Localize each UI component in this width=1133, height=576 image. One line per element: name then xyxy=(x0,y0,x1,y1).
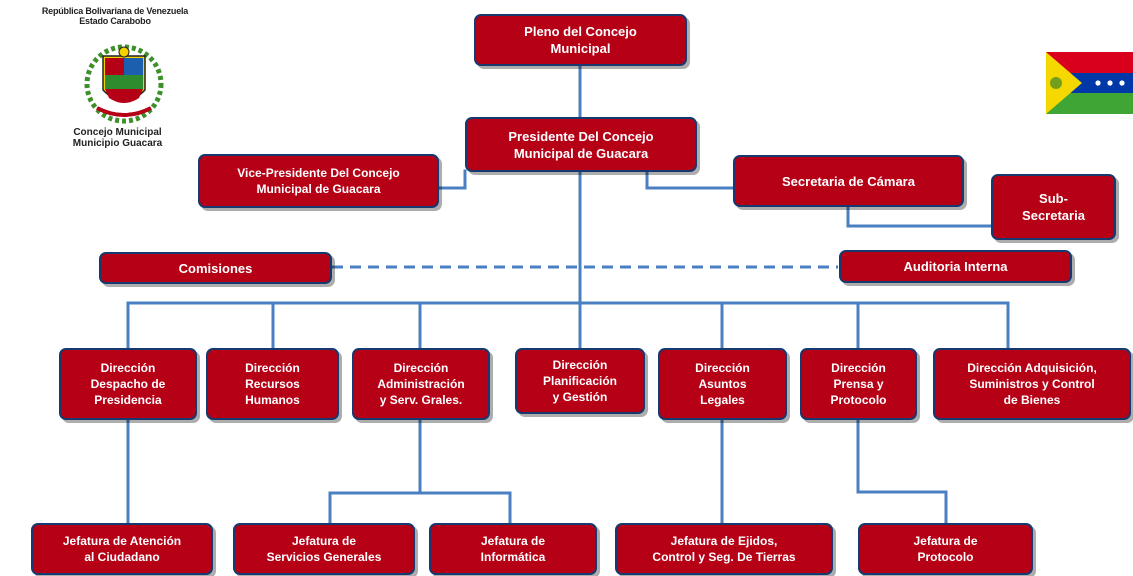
auditoria-interna-box: Auditoria Interna xyxy=(839,250,1072,283)
pleno-concejo-box: Pleno del Concejo Municipal xyxy=(474,14,687,66)
direccion-administracion-box: Dirección Administración y Serv. Grales. xyxy=(352,348,490,420)
vicepresidente-concejo-box: Vice-Presidente Del Concejo Municipal de… xyxy=(198,154,439,208)
presidente-concejo-box: Presidente Del Concejo Municipal de Guac… xyxy=(465,117,697,172)
country-state-header: República Bolivariana de Venezuela Estad… xyxy=(41,6,189,26)
direccion-asuntos-legales-box: Dirección Asuntos Legales xyxy=(658,348,787,420)
connector-admin-bus xyxy=(328,491,512,525)
jefatura-informatica-box: Jefatura de Informática xyxy=(429,523,597,575)
subsecretaria-box: Sub- Secretaria xyxy=(991,174,1116,240)
institution-name: Concejo Municipal Municipio Guacara xyxy=(72,127,163,149)
connector-presidente-vice xyxy=(437,169,467,190)
carabobo-state-flag-icon xyxy=(1046,52,1133,114)
jefatura-ejidos-tierras-box: Jefatura de Ejidos, Control y Seg. De Ti… xyxy=(615,523,833,575)
connector-presidente-secretaria xyxy=(645,169,735,190)
jefatura-servicios-generales-box: Jefatura de Servicios Generales xyxy=(233,523,415,575)
municipal-coat-of-arms-icon xyxy=(84,44,164,124)
direccion-recursos-humanos-box: Dirección Recursos Humanos xyxy=(206,348,339,420)
comisiones-box: Comisiones xyxy=(99,252,332,284)
direccion-despacho-presidencia-box: Dirección Despacho de Presidencia xyxy=(59,348,197,420)
jefatura-protocolo-box: Jefatura de Protocolo xyxy=(858,523,1033,575)
secretaria-camara-box: Secretaria de Cámara xyxy=(733,155,964,207)
direccion-planificacion-box: Dirección Planificación y Gestión xyxy=(515,348,645,414)
jefatura-atencion-ciudadano-box: Jefatura de Atención al Ciudadano xyxy=(31,523,213,575)
connector-prensa-protocolo xyxy=(856,418,948,525)
direccion-prensa-protocolo-box: Dirección Prensa y Protocolo xyxy=(800,348,917,420)
connector-secretaria-subsecretaria xyxy=(846,205,993,228)
direccion-adquisicion-box: Dirección Adquisición, Suministros y Con… xyxy=(933,348,1131,420)
